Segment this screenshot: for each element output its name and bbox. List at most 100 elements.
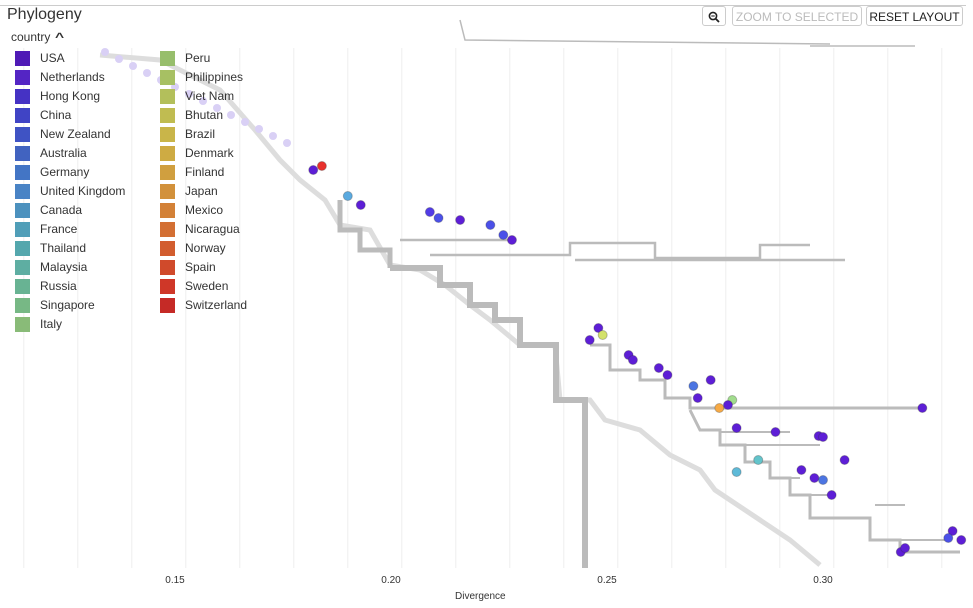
legend-swatch	[160, 165, 175, 180]
tree-tip[interactable]	[433, 213, 444, 223]
legend-swatch	[15, 260, 30, 275]
panel-title: Phylogeny	[7, 6, 82, 23]
legend-label: Switzerland	[185, 298, 248, 312]
tree-tip[interactable]	[818, 432, 828, 442]
tree-tip	[227, 111, 235, 119]
legend-label: Malaysia	[40, 260, 88, 274]
tree-tip	[115, 55, 123, 63]
legend-label: Finland	[185, 165, 225, 179]
tree-tip[interactable]	[424, 207, 435, 217]
legend-swatch	[160, 127, 175, 142]
tree-tip[interactable]	[731, 423, 742, 433]
x-axis-title: Divergence	[455, 591, 506, 602]
tree-tip[interactable]	[485, 220, 496, 230]
legend-swatch	[160, 146, 175, 161]
legend-label: Canada	[40, 203, 83, 217]
legend-swatch	[15, 89, 30, 104]
tree-tip[interactable]	[498, 230, 509, 240]
legend-title: country	[11, 30, 51, 44]
tree-tip[interactable]	[662, 370, 673, 380]
tree-tip[interactable]	[597, 330, 608, 340]
legend-label: Japan	[185, 184, 218, 198]
tree-branch	[459, 19, 915, 47]
tree-tip[interactable]	[900, 543, 911, 553]
legend-label: Norway	[185, 241, 226, 255]
legend-swatch	[15, 317, 30, 332]
tree-tip[interactable]	[705, 375, 716, 385]
tree-branch	[99, 52, 822, 567]
tree-tip	[185, 90, 193, 98]
x-tick-label: 0.20	[381, 575, 401, 586]
legend-label: Italy	[40, 317, 63, 331]
legend-label: Viet Nam	[185, 89, 235, 103]
tree-tip[interactable]	[956, 535, 967, 545]
tree-tip[interactable]	[947, 526, 958, 536]
tree-tip[interactable]	[506, 235, 517, 245]
tree-tip[interactable]	[722, 400, 733, 410]
legend-label: Denmark	[185, 146, 234, 160]
legend-label: China	[40, 108, 72, 122]
legend-swatch	[15, 298, 30, 313]
zoom-to-selected-button[interactable]: ZOOM TO SELECTED	[732, 6, 862, 26]
tree-tip[interactable]	[692, 393, 703, 403]
legend-swatch	[15, 165, 30, 180]
x-tick-label: 0.30	[813, 575, 833, 586]
tree-tip[interactable]	[316, 161, 327, 171]
legend-label: Peru	[185, 51, 211, 65]
tree-tip[interactable]	[731, 467, 742, 477]
legend-label: United Kingdom	[40, 184, 126, 198]
legend-swatch	[160, 203, 175, 218]
legend-swatch	[160, 279, 175, 294]
tree-tip	[129, 62, 137, 70]
legend-label: New Zealand	[40, 127, 111, 141]
legend-swatch	[15, 108, 30, 123]
legend-swatch	[160, 51, 175, 66]
tree-tip[interactable]	[796, 465, 807, 475]
tree-tip[interactable]	[917, 403, 928, 413]
tree-tip[interactable]	[653, 363, 664, 373]
legend-label: Bhutan	[185, 108, 224, 122]
legend-swatch	[160, 184, 175, 199]
chevron-up-icon: ^	[55, 30, 65, 44]
tree-tip[interactable]	[770, 427, 781, 437]
tree-tip[interactable]	[455, 215, 466, 225]
legend-label: Spain	[185, 260, 216, 274]
legend-swatch	[160, 241, 175, 256]
tree-tip[interactable]	[839, 455, 850, 465]
tree-tip[interactable]	[342, 191, 353, 201]
header-divider	[0, 5, 966, 6]
legend-label: Sweden	[185, 279, 229, 293]
tree-tip[interactable]	[818, 475, 828, 485]
tree-tip[interactable]	[943, 533, 954, 543]
legend-swatch	[15, 146, 30, 161]
legend-toggle[interactable]: country ^	[11, 30, 65, 44]
tree-tip[interactable]	[688, 381, 699, 391]
legend-label: Nicaragua	[185, 222, 240, 236]
tree-tip	[143, 69, 151, 77]
tree-tip	[213, 104, 221, 112]
tree-tip[interactable]	[355, 200, 366, 210]
reset-layout-button[interactable]: RESET LAYOUT	[866, 6, 963, 26]
tree-tip[interactable]	[714, 403, 725, 413]
legend-swatch	[15, 51, 30, 66]
tree-branch	[400, 238, 845, 262]
tree-tip	[241, 118, 249, 126]
tree-tip[interactable]	[593, 323, 604, 333]
tree-tip[interactable]	[308, 165, 319, 175]
legend-label: Germany	[40, 165, 90, 179]
tree-tip	[101, 48, 109, 56]
zoom-button[interactable]	[702, 6, 726, 26]
legend-swatch	[160, 89, 175, 104]
tree-tip[interactable]	[753, 455, 764, 465]
legend-label: Brazil	[185, 127, 216, 141]
tree-tip[interactable]	[809, 473, 820, 483]
legend-label: France	[40, 222, 78, 236]
legend-label: Philippines	[185, 70, 244, 84]
tree-tip[interactable]	[584, 335, 595, 345]
tree-branch	[590, 343, 925, 410]
legend-label: Australia	[40, 146, 87, 160]
tree-tip[interactable]	[826, 490, 837, 500]
legend-swatch	[15, 279, 30, 294]
tree-tip[interactable]	[627, 355, 638, 365]
